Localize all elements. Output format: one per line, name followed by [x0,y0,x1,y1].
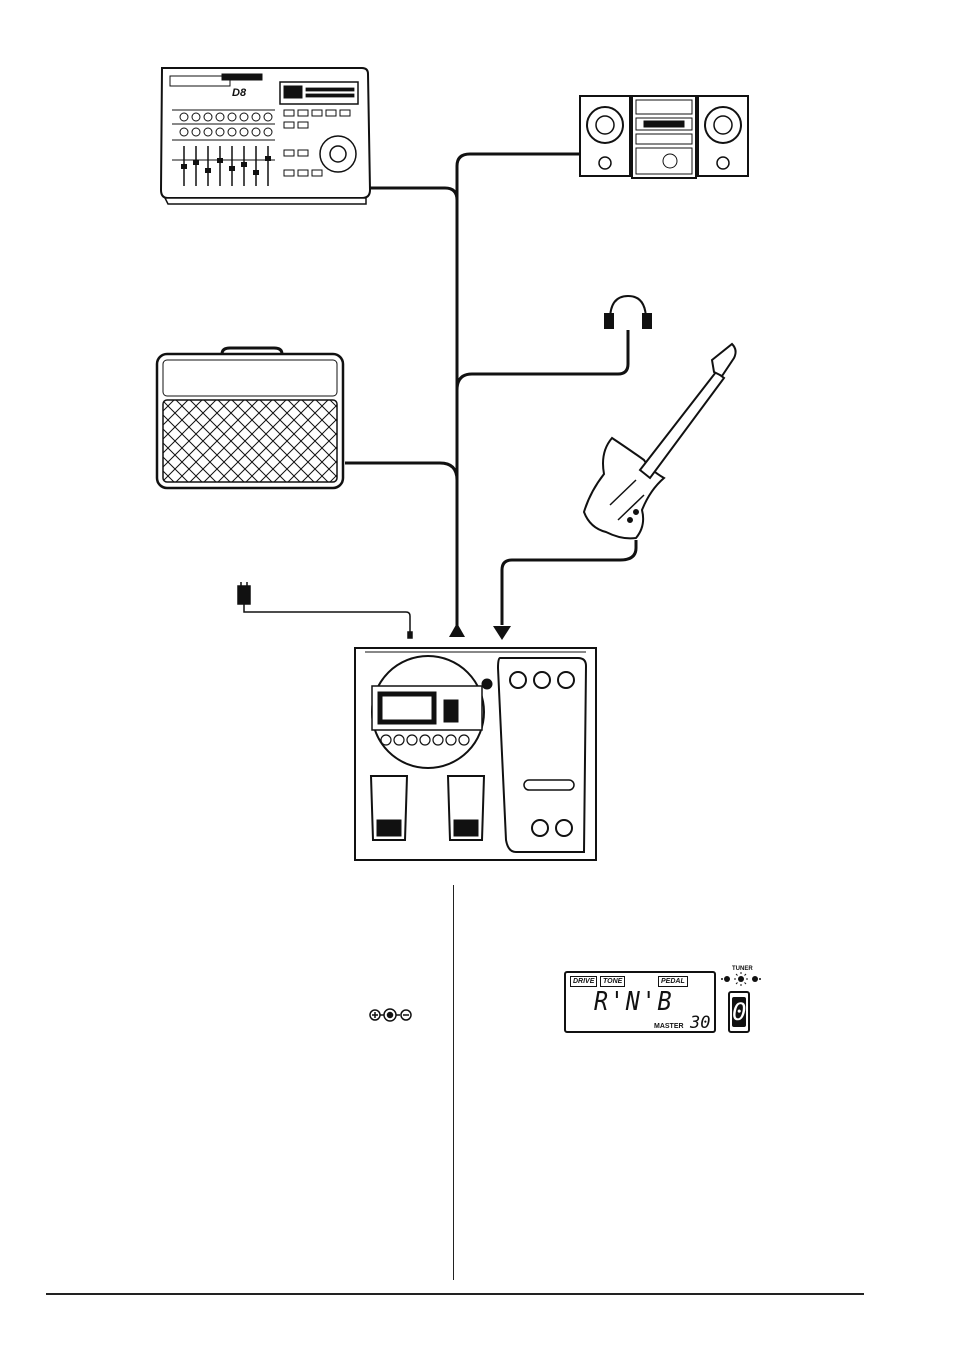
master-label: MASTER [654,1023,684,1030]
tone-indicator: TONE [600,976,625,987]
lcd-display: DRIVE TONE PEDAL R'N'B MASTER 30 [564,971,716,1033]
headphones-icon [605,296,651,328]
amplifier-icon [157,348,343,488]
display-illustration: DRIVE TONE PEDAL R'N'B MASTER 30 TUNER 0 [562,965,772,1040]
drive-indicator: DRIVE [570,976,597,987]
effects-pedal-unit [355,648,596,860]
input-arrow [493,626,511,640]
pedal-indicator: PEDAL [658,976,688,987]
ac-adapter-icon [238,582,412,638]
tuner-digit: 0 [732,997,746,1027]
tuner-leds-icon [720,972,762,986]
column-divider [453,885,454,1280]
program-name: R'N'B [594,987,673,1017]
tuner-display: 0 [728,991,750,1033]
footer-rule [46,1293,864,1295]
dc-polarity-icon [368,1006,414,1024]
master-value: 30 [690,1013,710,1033]
stereo-system-icon [580,96,748,178]
recorder-model: D8 [232,87,247,99]
cables [345,154,636,628]
connection-diagram: D8 [0,0,954,870]
output-arrow [449,623,465,637]
multitrack-recorder-icon: D8 [161,68,370,204]
